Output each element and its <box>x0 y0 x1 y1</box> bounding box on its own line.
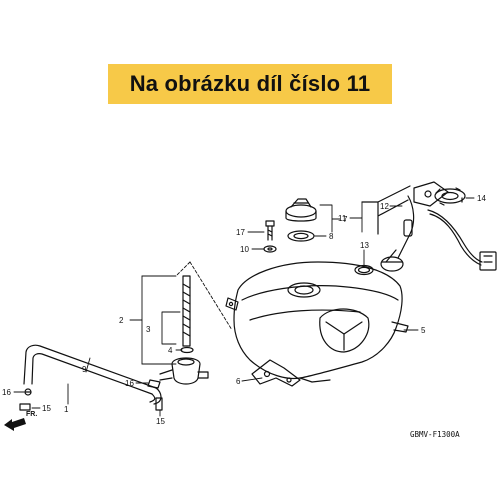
callout-14: 14 <box>477 194 486 203</box>
callout-5: 5 <box>421 326 426 335</box>
callout-12: 12 <box>380 202 389 211</box>
callout-labels: 1 2 3 4 5 6 7 8 9 10 11 12 13 14 15 15 1… <box>2 194 486 426</box>
fuel-unit-plate <box>413 181 449 207</box>
callout-2: 2 <box>119 316 124 325</box>
callout-13: 13 <box>360 241 369 250</box>
fuel-unit-gasket-14 <box>434 187 466 206</box>
fuel-cap <box>285 198 317 222</box>
fuel-unit-float <box>380 256 404 272</box>
tube-clip-16b <box>147 379 161 389</box>
tube-clip-16 <box>24 388 32 396</box>
callout-15-mid: 15 <box>156 417 165 426</box>
fuel-tube <box>23 344 162 405</box>
callout-16-mid: 16 <box>125 379 134 388</box>
callout-8: 8 <box>329 232 334 241</box>
fuel-unit-bracket <box>361 185 411 235</box>
callout-4: 4 <box>168 346 173 355</box>
tube-clip-15 <box>19 403 31 411</box>
tube-clip-15b <box>155 397 163 411</box>
direction-label: FR. <box>26 411 37 418</box>
callout-1: 1 <box>64 405 69 414</box>
callout-11: 11 <box>338 214 347 223</box>
callout-15-left: 15 <box>42 404 51 413</box>
strainer-oring <box>180 346 194 354</box>
bolt <box>265 220 275 241</box>
fuel-strainer <box>182 275 191 347</box>
washer <box>263 245 277 253</box>
callout-16-left: 16 <box>2 388 11 397</box>
drawing-code: GBMV-F1300A <box>410 430 460 439</box>
fuel-unit-packing <box>354 264 374 276</box>
cap-gasket <box>287 230 315 242</box>
fuel-cock <box>159 357 209 385</box>
fuel-unit-wire <box>427 209 497 271</box>
banner-text: Na obrázku díl číslo 11 <box>129 71 371 96</box>
leader-lines <box>13 197 475 417</box>
callout-7: 7 <box>343 215 348 224</box>
callout-10: 10 <box>240 245 249 254</box>
fuel-unit-float-arm <box>385 195 415 263</box>
tank-bracket <box>251 359 301 387</box>
callout-9: 9 <box>82 365 87 374</box>
part-number-banner: Na obrázku díl číslo 11 <box>108 64 392 104</box>
callout-17: 17 <box>236 228 245 237</box>
fuel-tank <box>225 261 409 383</box>
callout-6: 6 <box>236 377 241 386</box>
callout-3: 3 <box>146 325 151 334</box>
front-direction-arrow: FR. <box>4 411 37 431</box>
